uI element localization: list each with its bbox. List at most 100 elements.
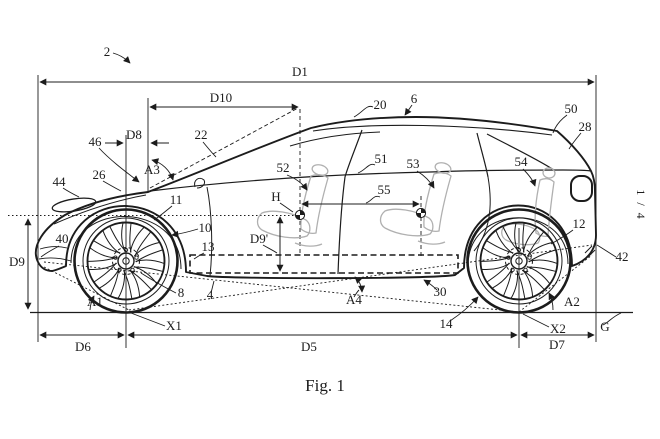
label-ref-50: 50 xyxy=(565,101,578,116)
label-x1: X1 xyxy=(166,318,182,333)
leader-30 xyxy=(423,279,438,291)
leader-h xyxy=(279,202,294,213)
label-d5: D5 xyxy=(301,339,317,354)
label-ref-2: 2 xyxy=(104,44,111,59)
approach-angle-line xyxy=(43,266,130,311)
leader-20 xyxy=(353,105,374,118)
leader-8 xyxy=(140,272,177,294)
label-a1: A1 xyxy=(87,294,103,309)
label-ref-53: 53 xyxy=(407,156,420,171)
leader-lines xyxy=(40,52,622,328)
label-ref-22: 22 xyxy=(195,127,208,142)
leader-40 xyxy=(40,245,60,258)
label-ref-46: 46 xyxy=(89,134,103,149)
figure-caption: Fig. 1 xyxy=(305,376,345,395)
vehicle-body xyxy=(34,116,597,280)
label-ref-30: 30 xyxy=(434,284,447,299)
arc-a2 xyxy=(548,292,555,311)
leader-26 xyxy=(102,180,122,192)
leader-12 xyxy=(550,229,574,245)
sheet-number: 1 / 4 xyxy=(634,189,648,220)
leader-a4 xyxy=(353,289,360,298)
label-ref-20: 20 xyxy=(374,97,387,112)
label-ref-40: 40 xyxy=(56,231,69,246)
arc-a1 xyxy=(87,295,95,311)
label-ref-13: 13 xyxy=(202,239,215,254)
leader-51 xyxy=(357,163,376,174)
label-ref-42: 42 xyxy=(616,249,629,264)
taillight xyxy=(570,175,593,202)
label-ref-8: 8 xyxy=(178,285,185,300)
label-ref-4: 4 xyxy=(207,287,214,302)
roof-inner-line xyxy=(312,124,553,136)
label-ref-10: 10 xyxy=(199,220,212,235)
leader-28 xyxy=(568,132,582,150)
leader-55 xyxy=(365,195,381,204)
label-d9prime: D9' xyxy=(250,231,268,246)
bumper-crease-lower xyxy=(38,257,72,262)
label-d1: D1 xyxy=(292,64,308,79)
arc-a4 xyxy=(354,276,366,293)
label-d6: D6 xyxy=(75,339,91,354)
label-x2: X2 xyxy=(550,321,566,336)
rear-door-seam xyxy=(473,176,491,252)
leader-44 xyxy=(62,187,80,198)
leader-53 xyxy=(416,170,435,189)
label-ref-55: 55 xyxy=(378,182,391,197)
label-d7: D7 xyxy=(549,337,565,352)
leader-10 xyxy=(171,228,199,238)
windshield-plane-dashed-line xyxy=(149,107,299,189)
label-d9: D9 xyxy=(9,254,25,269)
rear-door-pillar xyxy=(476,132,489,178)
label-ref-51: 51 xyxy=(375,151,388,166)
leader-14 xyxy=(449,296,479,322)
leader-x1 xyxy=(130,312,166,327)
label-h: H xyxy=(271,189,280,204)
beltline xyxy=(149,169,592,192)
leader-22 xyxy=(202,141,217,158)
label-a4: A4 xyxy=(346,292,362,307)
body-outline xyxy=(34,116,597,280)
label-ref-52: 52 xyxy=(277,160,290,175)
dimension-lines xyxy=(24,78,595,339)
label-ref-28: 28 xyxy=(579,119,592,134)
windshield-header-line xyxy=(289,131,381,147)
leader-13 xyxy=(193,252,205,260)
front-seat xyxy=(256,164,329,247)
bumper-crease-upper xyxy=(39,246,68,250)
label-ref-44: 44 xyxy=(53,174,67,189)
leader-4 xyxy=(210,280,215,294)
side-mirror xyxy=(194,177,205,189)
rear-hpoint-marker xyxy=(415,207,427,219)
bumper-hatch-marks xyxy=(584,245,596,258)
label-ref-12: 12 xyxy=(573,216,586,231)
b-pillar-and-door-seam xyxy=(337,129,363,275)
leader-2 xyxy=(112,52,131,64)
label-ref-11: 11 xyxy=(170,192,183,207)
arc-a3 xyxy=(151,158,175,181)
label-a2: A2 xyxy=(564,294,580,309)
label-ref-14: 14 xyxy=(440,316,454,331)
leader-52 xyxy=(286,174,308,191)
headlight xyxy=(51,197,97,213)
label-ref-26: 26 xyxy=(93,167,107,182)
hood-crease xyxy=(53,194,147,225)
front-door-seam xyxy=(206,186,213,277)
label-d10: D10 xyxy=(210,90,232,105)
leader-46 xyxy=(98,147,140,183)
label-ref-54: 54 xyxy=(515,154,529,169)
leader-50 xyxy=(552,114,568,134)
front-hpoint-marker xyxy=(294,209,306,221)
quarter-window-edge xyxy=(486,133,555,171)
leader-d9prime xyxy=(262,244,278,254)
label-g: G xyxy=(600,319,609,334)
leader-42 xyxy=(596,244,617,258)
label-d8: D8 xyxy=(126,127,142,142)
leader-g xyxy=(602,312,622,326)
leader-x2 xyxy=(522,313,550,328)
label-ref-6: 6 xyxy=(411,91,418,106)
interior-seats xyxy=(256,162,556,247)
battery-pack-dashed-outline xyxy=(189,254,459,274)
